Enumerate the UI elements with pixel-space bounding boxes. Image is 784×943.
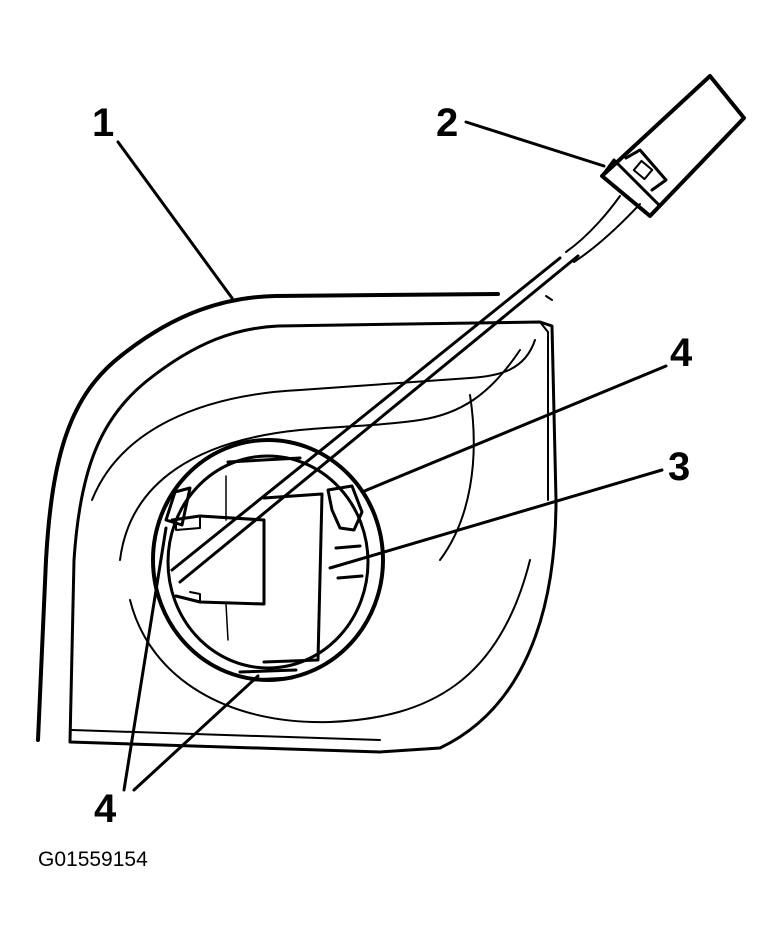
callout-3: 3 <box>668 445 690 489</box>
housing-corner-tick <box>545 295 553 301</box>
leader-3 <box>328 468 664 570</box>
recess-scroll <box>91 339 536 501</box>
ring-slot-lower <box>336 574 364 580</box>
wire-upper <box>170 256 562 572</box>
ring-outer <box>151 438 385 682</box>
retaining-tab-bottom <box>238 668 298 682</box>
leader-4-top <box>360 364 668 494</box>
sensor-body <box>170 514 266 606</box>
callout-4-top: 4 <box>670 331 693 375</box>
housing-inner-edge <box>68 320 558 754</box>
housing-bottom-edge <box>71 729 381 741</box>
sensor-module <box>170 475 324 664</box>
recess-inner-curve <box>119 349 521 561</box>
sensor-inner-line <box>225 475 229 641</box>
recess-bottom-curve <box>129 559 531 724</box>
leader-4-bottom-left <box>122 526 168 792</box>
connector-body <box>600 74 746 218</box>
sensor-clip-upper <box>175 517 201 531</box>
sensor-plate <box>262 492 324 664</box>
sensor-clip-lower <box>189 591 201 603</box>
connector-latch <box>624 148 668 192</box>
electrical-connector <box>600 74 746 218</box>
callout-4-bottom: 4 <box>94 787 117 831</box>
leader-2 <box>464 120 606 168</box>
housing-right-edge <box>539 321 549 501</box>
housing-outer-edge <box>36 292 500 742</box>
wire-strand-b <box>573 203 641 263</box>
callout-2: 2 <box>436 101 458 145</box>
wire-harness <box>170 195 641 584</box>
leader-1 <box>116 140 234 300</box>
connector-latch-window <box>632 159 654 181</box>
recess-right-curve <box>439 394 475 561</box>
wire-strand-a <box>565 195 621 253</box>
mounting-ring <box>151 438 385 682</box>
retaining-tab-top <box>226 456 302 464</box>
ring-slot-upper <box>334 544 362 550</box>
ring-inner <box>166 454 370 670</box>
retaining-tab-right <box>326 484 364 532</box>
leader-lines <box>116 120 668 792</box>
wire-lower <box>178 254 580 584</box>
callout-1: 1 <box>92 101 114 145</box>
housing <box>36 292 558 754</box>
leader-4-bottom-right <box>132 674 260 792</box>
figure-id: G01559154 <box>38 848 148 871</box>
connector-collar <box>600 158 662 218</box>
